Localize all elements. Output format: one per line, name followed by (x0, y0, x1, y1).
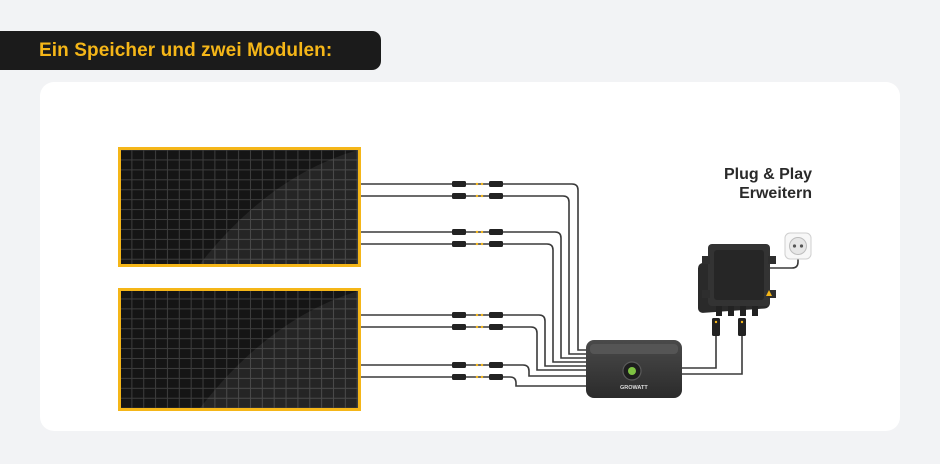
warning-triangle-icon (766, 290, 772, 296)
connector-pair (452, 324, 503, 330)
page-title: Ein Speicher und zwei Modulen: (39, 40, 333, 61)
plug-and-play-caption: Plug & Play Erweitern (640, 165, 812, 203)
connector-pair (452, 193, 503, 199)
battery-storage-icon (586, 340, 682, 398)
header-banner: Ein Speicher und zwei Modulen: (0, 31, 381, 70)
connector-pair (452, 374, 503, 380)
solar-panel-bottom (118, 288, 361, 411)
solar-panel-top (118, 147, 361, 267)
caption-line-2: Erweitern (739, 185, 812, 202)
connector-pair (452, 181, 503, 187)
connector-pair (452, 312, 503, 318)
mc4-connectors (452, 181, 503, 380)
wall-socket-icon (784, 232, 812, 260)
connector-pair (452, 229, 503, 235)
connector-pair (452, 362, 503, 368)
caption-line-1: Plug & Play (723, 166, 812, 183)
microinverter-icon (698, 244, 776, 336)
dc-cables (361, 183, 592, 387)
ac-cables (680, 252, 799, 375)
connector-pair (452, 241, 503, 247)
battery-brand-label: GROWATT (620, 385, 648, 391)
